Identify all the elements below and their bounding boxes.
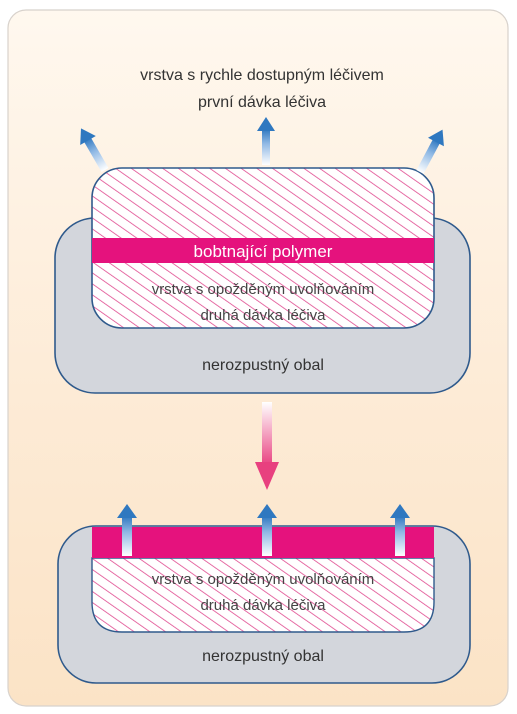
polymer-label: bobtnající polymer — [194, 242, 333, 261]
drug-layer-bottom — [92, 558, 434, 632]
caption-line-2: první dávka léčiva — [198, 94, 326, 111]
caption-line-1: vrstva s rychle dostupným léčivem — [140, 67, 384, 84]
delayed-layer-label-bottom-line-1: vrstva s opožděným uvolňováním — [152, 571, 375, 588]
delayed-layer-label-top-line-2: druhá dávka léčiva — [200, 307, 326, 324]
delayed-layer-label-bottom-line-2: druhá dávka léčiva — [200, 597, 326, 614]
shell-label-bottom: nerozpustný obal — [202, 648, 324, 665]
shell-label-top: nerozpustný obal — [202, 357, 324, 374]
delayed-layer-label-top-line-1: vrstva s opožděným uvolňováním — [152, 281, 375, 298]
